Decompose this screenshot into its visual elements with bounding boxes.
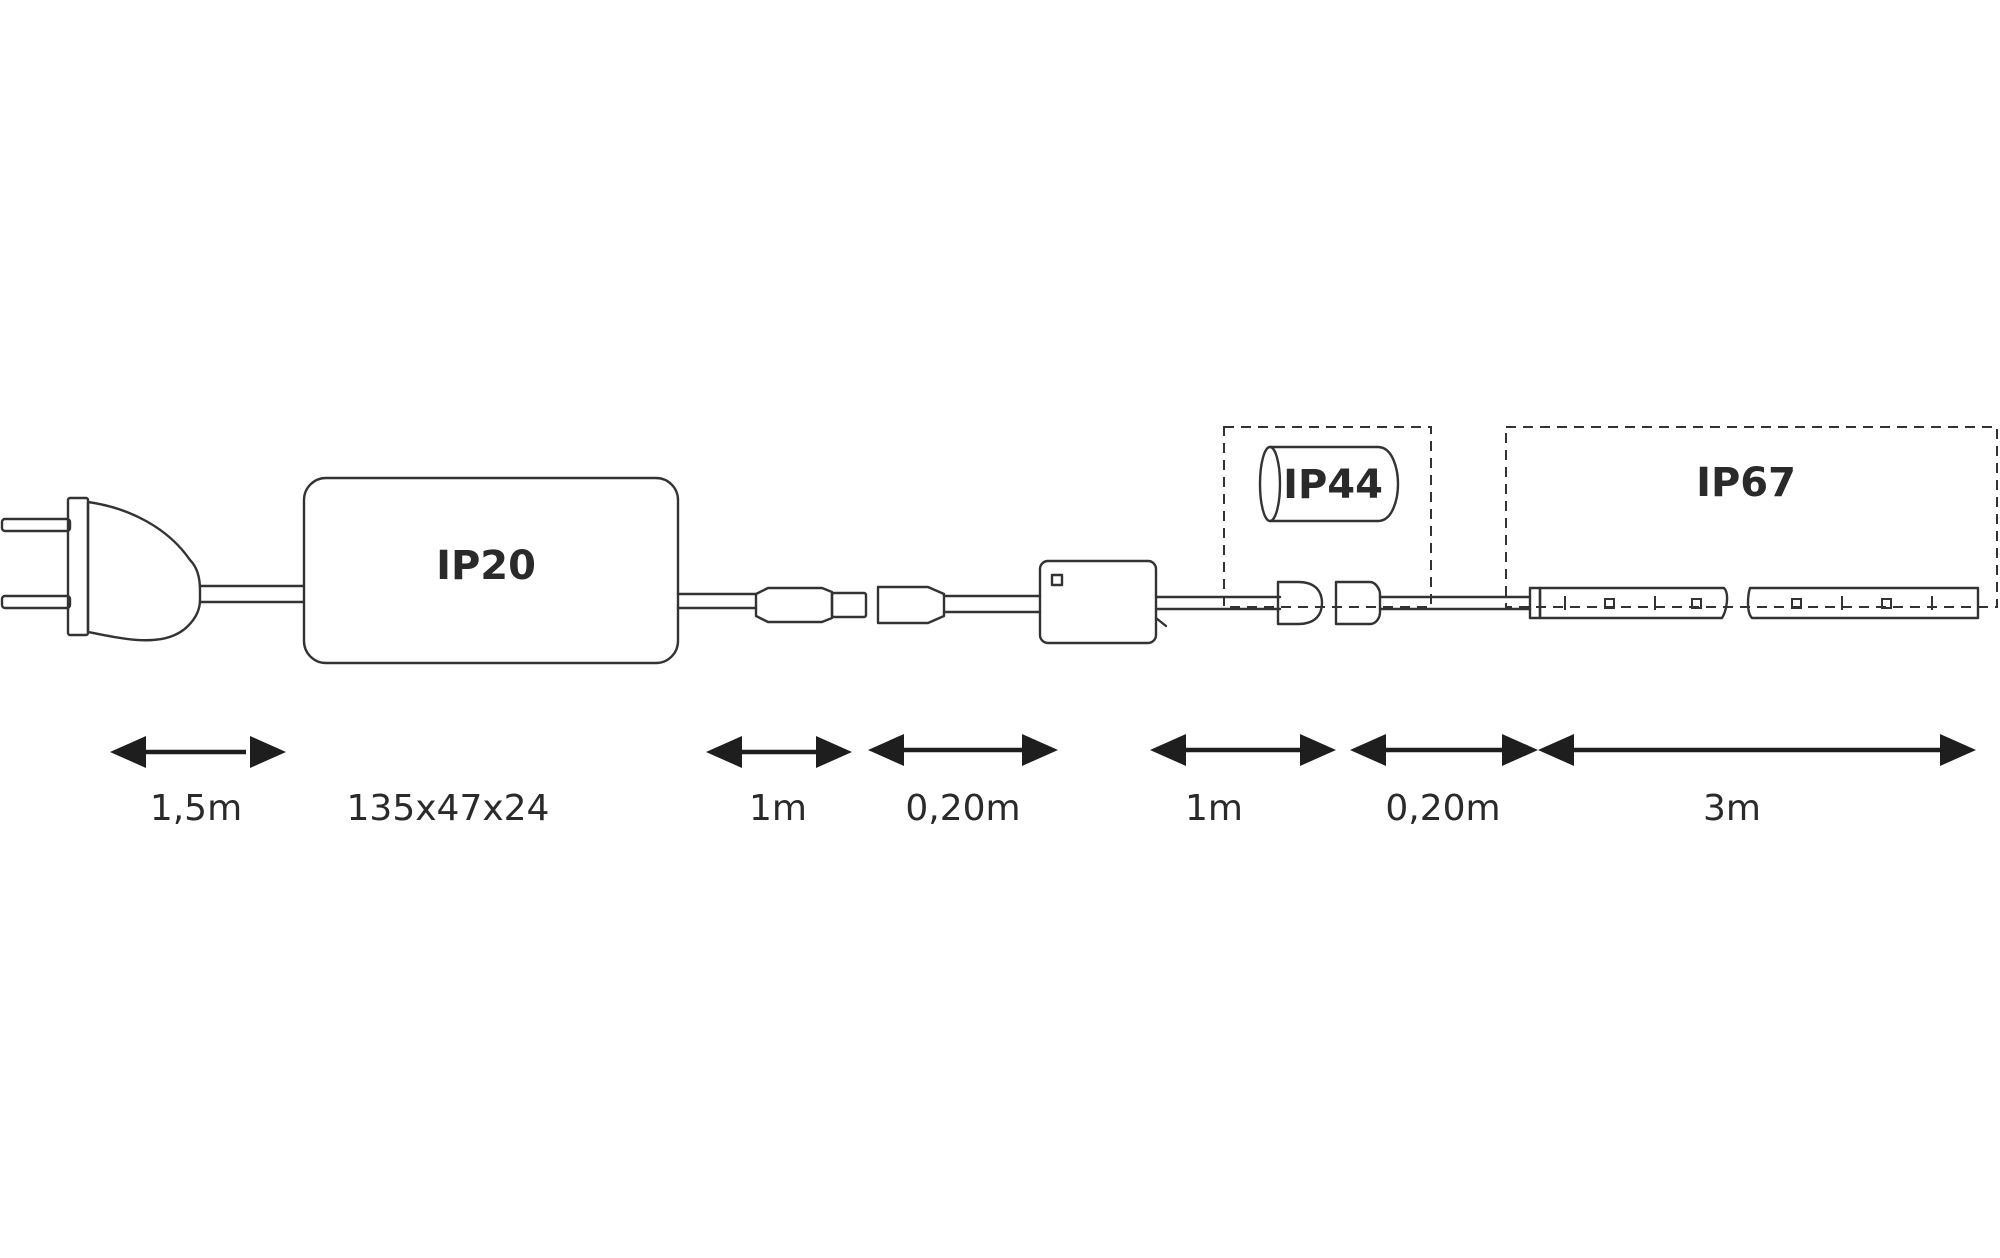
dimension-label: 1m — [1185, 788, 1243, 829]
ip20-label: IP20 — [436, 543, 536, 589]
male-barrel-connector — [754, 586, 834, 624]
led-chip — [1691, 598, 1702, 609]
dimension-label: 1,5m — [150, 788, 242, 829]
led-strip — [1528, 586, 1980, 620]
dimension-arrows — [110, 734, 1976, 768]
controller-box — [1038, 559, 1168, 645]
ip67-zone — [1505, 426, 1998, 608]
arrow-feed-cable — [1350, 734, 1538, 766]
controller-cable — [1154, 595, 1282, 611]
dimension-label: 0,20m — [905, 788, 1020, 829]
connector-right — [1334, 580, 1382, 626]
arrow-supply-cable — [706, 736, 852, 768]
ip44-cap-icon: IP44 — [1258, 445, 1400, 523]
power-supply: IP20 — [302, 476, 680, 665]
connector-left — [1276, 580, 1324, 626]
supply-cable — [676, 585, 1042, 625]
dimension-label: 0,20m — [1385, 788, 1500, 829]
plug-cable — [198, 584, 306, 604]
arrow-plug-cable — [110, 736, 286, 768]
dimension-label: 135x47x24 — [347, 788, 550, 829]
ip44-zone — [1223, 426, 1432, 608]
led-chip — [1881, 598, 1892, 609]
feed-cable — [1378, 595, 1532, 611]
ip67-label: IP67 — [1696, 460, 1796, 506]
dimension-label: 1m — [749, 788, 807, 829]
led-chip — [1604, 598, 1615, 609]
arrow-adapter-cable — [868, 734, 1058, 766]
ip44-label: IP44 — [1283, 462, 1383, 508]
arrow-strip-length — [1538, 734, 1976, 766]
arrow-controller-cable — [1150, 734, 1336, 766]
female-barrel-connector — [876, 585, 946, 625]
dimension-label: 3m — [1703, 788, 1761, 829]
power-plug — [0, 496, 202, 642]
led-chip — [1791, 598, 1802, 609]
